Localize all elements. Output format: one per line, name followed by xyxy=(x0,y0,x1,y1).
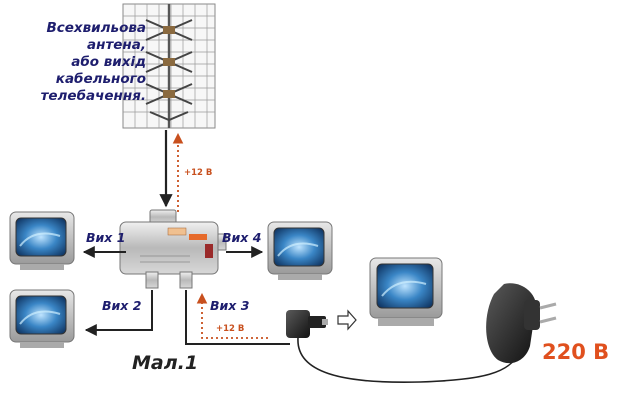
out4-label: Вих 4 xyxy=(222,230,262,245)
tv-out3 xyxy=(369,257,443,326)
out2-label: Вих 2 xyxy=(102,298,142,313)
out1-label: Вих 1 xyxy=(86,230,126,245)
mains-voltage-label: 220 В xyxy=(542,340,610,364)
out3-line xyxy=(185,290,290,345)
figure-label: Мал.1 xyxy=(132,352,199,374)
caption-line-4: кабельного xyxy=(55,71,146,87)
tv-out4 xyxy=(267,221,333,280)
power-adapter xyxy=(486,283,557,364)
tv-out1 xyxy=(9,211,75,270)
caption-line-3: або вихід xyxy=(71,54,146,70)
out2-arrow xyxy=(84,290,153,336)
caption-line-2: антена, xyxy=(87,37,146,53)
tv-out2 xyxy=(9,289,75,348)
dc-power-arrow-bottom xyxy=(196,292,268,339)
caption-line-1: Всехвильова xyxy=(46,20,146,36)
out3-label: Вих 3 xyxy=(210,298,250,313)
splitter-illustration xyxy=(119,209,227,289)
caption-line-5: телебачення. xyxy=(40,88,146,104)
antenna-illustration xyxy=(122,3,216,129)
injector-to-tv-arrow xyxy=(337,309,357,331)
voltage-label-bottom: +12 В xyxy=(216,324,245,334)
power-cable xyxy=(297,337,521,384)
voltage-label-top: +12 В xyxy=(184,168,213,178)
power-injector xyxy=(286,310,328,338)
antenna-caption: Всехвильова антена, або вихід кабельного… xyxy=(6,20,146,105)
